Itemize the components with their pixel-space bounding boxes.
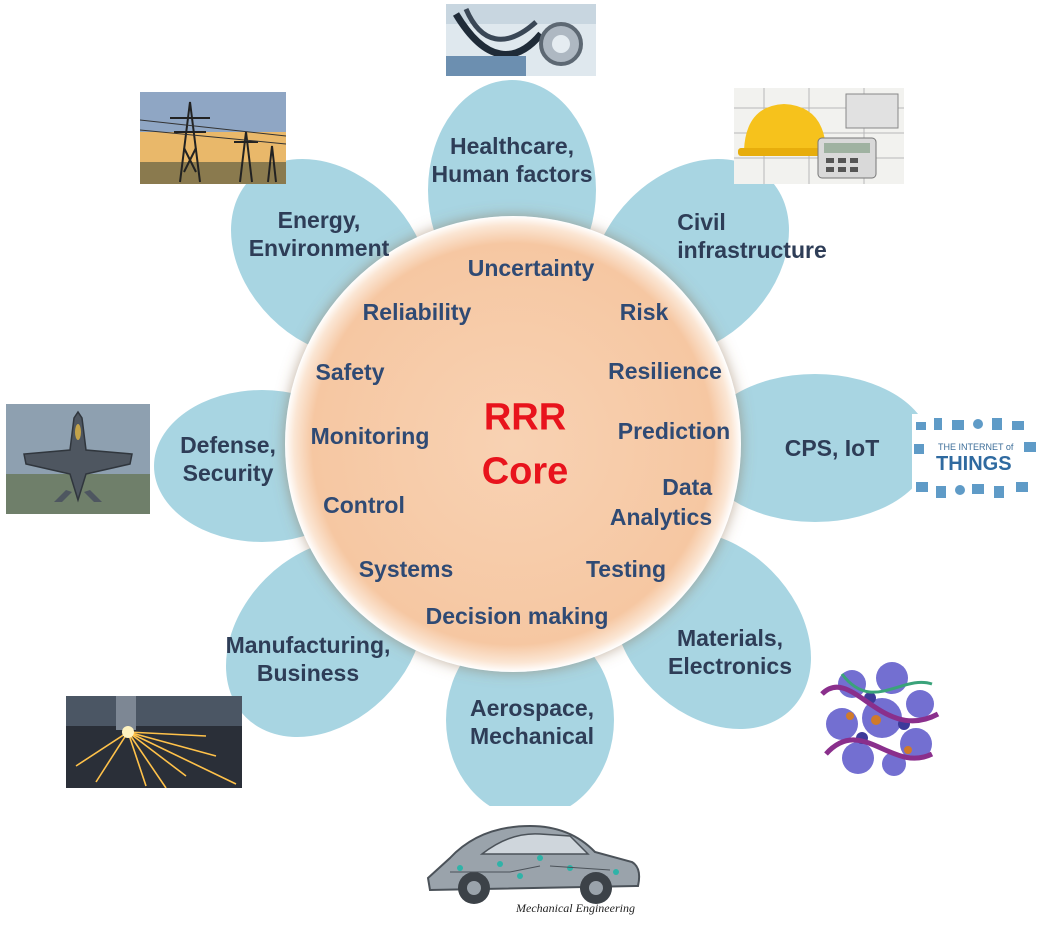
core-topic-reliability: Reliability — [362, 298, 472, 325]
stethoscope-image — [446, 4, 596, 76]
core-topic-resilience: Resilience — [608, 357, 722, 384]
core-title-line1: RRR — [483, 396, 567, 439]
core-topic-decision-making: Decision making — [425, 602, 609, 629]
petal-label-manufacturing: Manufacturing, Business — [225, 631, 391, 686]
petal-label-aerospace: Aerospace, Mechanical — [469, 694, 595, 749]
petal-cps — [699, 374, 931, 522]
core-topic-data-analytics: Data Analytics — [609, 474, 713, 530]
iot-big-text: THINGS — [936, 453, 1012, 475]
core-topic-testing: Testing — [585, 555, 667, 582]
core-topic-control: Control — [323, 491, 405, 518]
petal-aerospace — [446, 622, 614, 818]
core-topic-monitoring: Monitoring — [310, 422, 430, 449]
hardhat-blueprint-image — [734, 88, 904, 184]
petal-label-civil: Civil infrastructure — [677, 208, 827, 263]
core-topic-uncertainty: Uncertainty — [467, 254, 595, 281]
petal-label-materials: Materials, Electronics — [668, 624, 792, 679]
petal-label-cps: CPS, IoT — [784, 434, 880, 461]
core-topic-safety: Safety — [315, 358, 385, 385]
core-topic-prediction: Prediction — [617, 417, 731, 444]
core-topic-systems: Systems — [358, 555, 454, 582]
car-cutaway-image: Mechanical Engineering — [420, 806, 646, 920]
molecule-image — [812, 654, 948, 786]
internet-of-things-image: THE INTERNET of THINGS — [912, 414, 1042, 504]
iot-small-text: THE INTERNET of — [938, 442, 1014, 452]
petal-label-energy: Energy, Environment — [248, 206, 390, 261]
power-pylon-image — [140, 92, 286, 184]
petal-label-defense: Defense, Security — [180, 431, 276, 486]
core-circle — [285, 216, 741, 672]
petal-label-healthcare: Healthcare, Human factors — [431, 132, 593, 187]
car-caption-text: Mechanical Engineering — [515, 901, 635, 915]
core-title-line2: Core — [481, 450, 569, 493]
fighter-jet-image — [6, 404, 150, 514]
welding-sparks-image — [66, 696, 242, 788]
core-topic-risk: Risk — [619, 298, 669, 325]
